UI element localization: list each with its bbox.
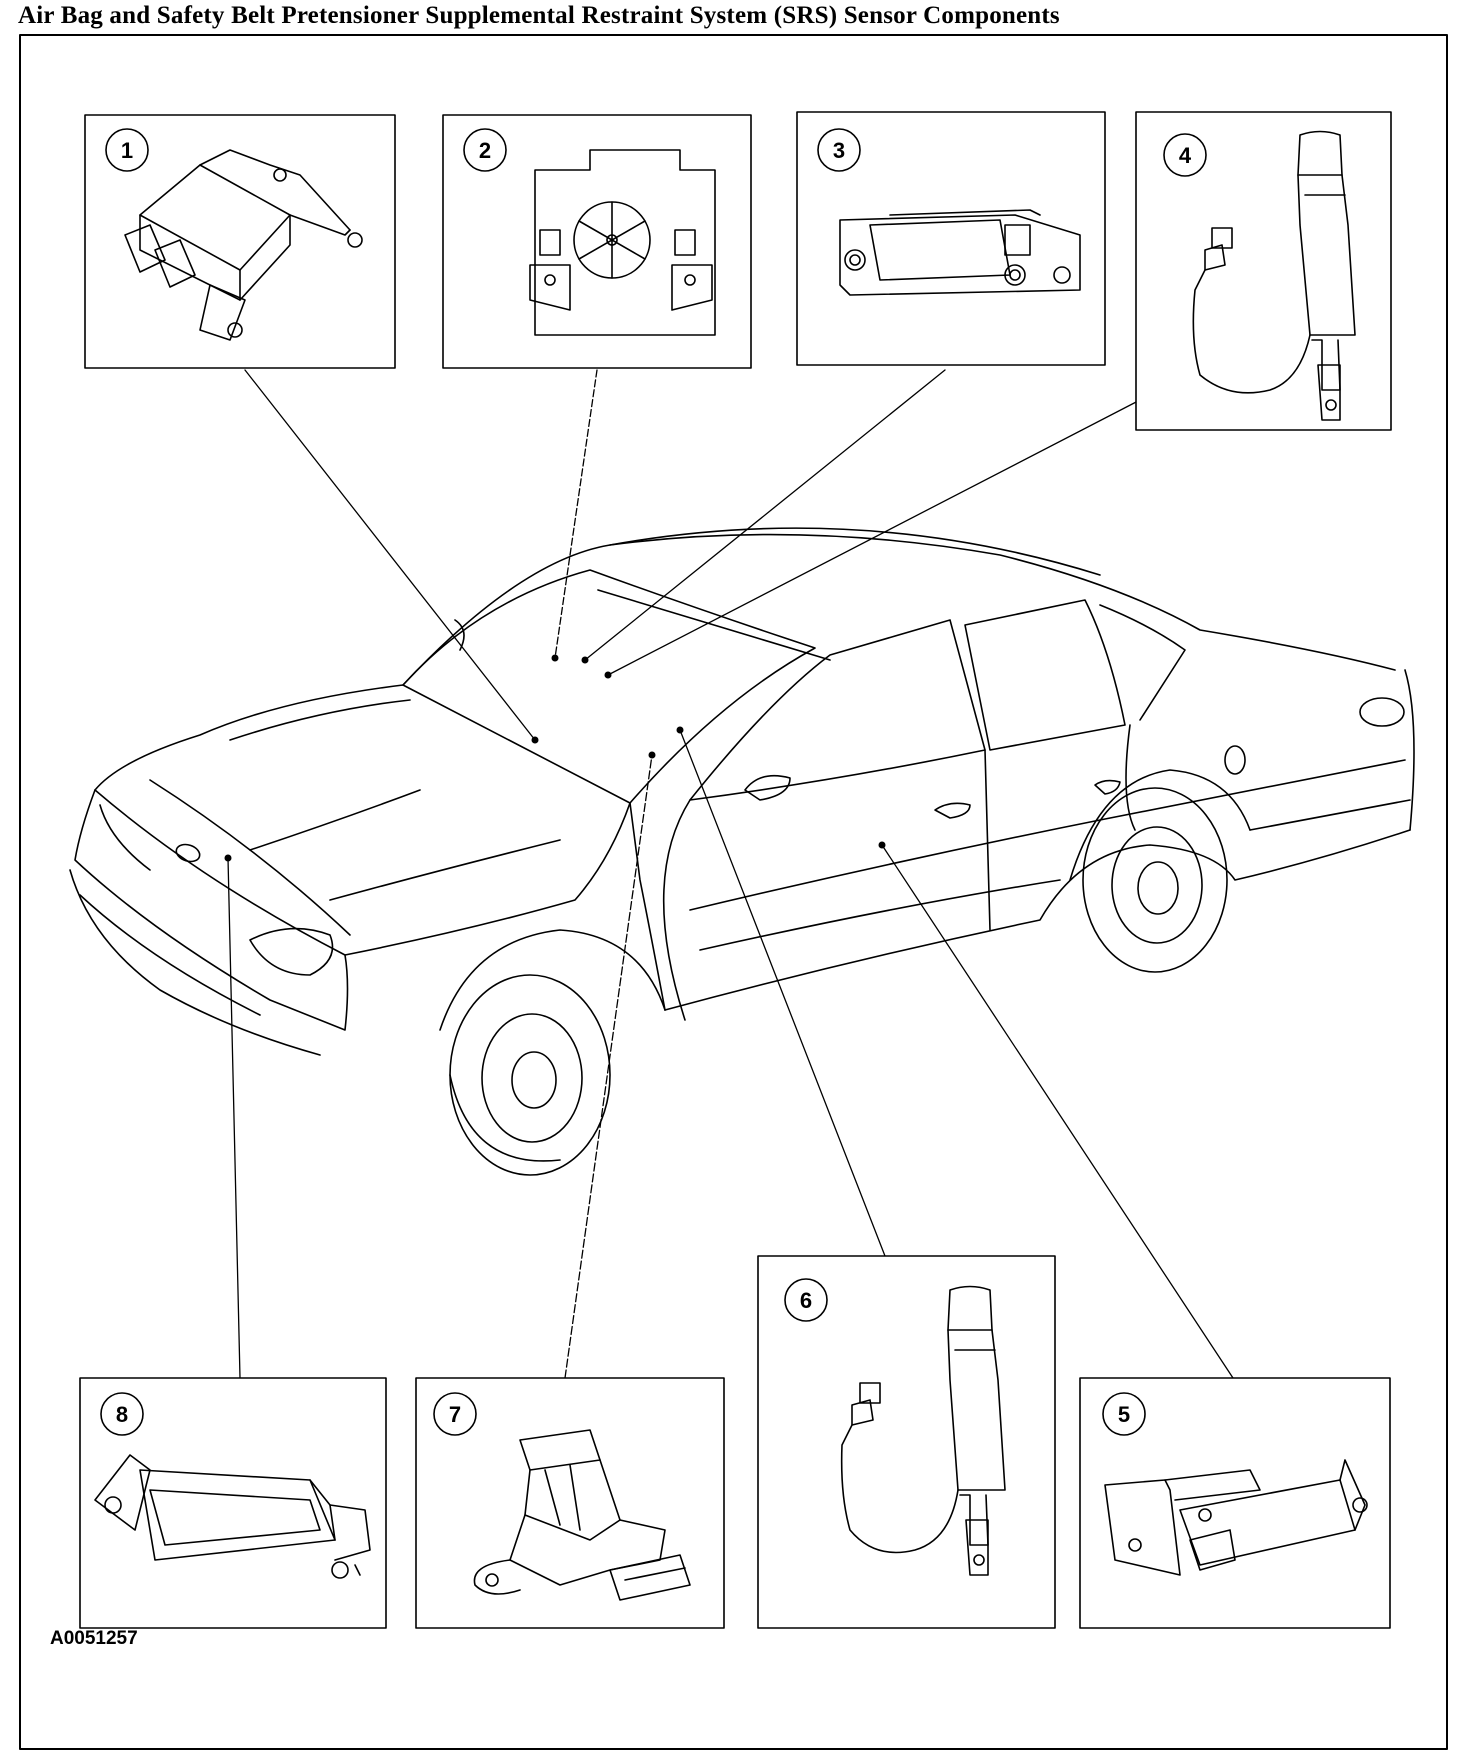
occupant-sensor-plate-icon xyxy=(529,149,716,336)
callout-number-1: 1 xyxy=(121,138,133,163)
side-impact-sensor-icon xyxy=(1104,1459,1368,1576)
figure-id: A0051257 xyxy=(50,1628,138,1649)
callout-7: 7 xyxy=(415,1377,725,1629)
front-crash-sensor-icon xyxy=(94,1454,371,1579)
callout-5: 5 xyxy=(1079,1377,1391,1629)
callout-6: 6 xyxy=(757,1255,1056,1629)
restraints-control-module-icon xyxy=(124,149,363,341)
sensor-bracket-icon xyxy=(839,209,1081,296)
callout-3: 3 xyxy=(796,111,1106,366)
safety-belt-buckle-icon xyxy=(840,1285,1006,1576)
callout-number-5: 5 xyxy=(1118,1402,1130,1427)
seat-position-sensor-icon xyxy=(473,1429,691,1601)
callout-1: 1 xyxy=(84,114,396,369)
diagram-title: Air Bag and Safety Belt Pretensioner Sup… xyxy=(18,2,1060,29)
callout-number-2: 2 xyxy=(479,138,491,163)
vehicle-illustration xyxy=(69,527,1415,1176)
callout-8: 8 xyxy=(79,1377,387,1629)
callout-number-3: 3 xyxy=(833,138,845,163)
callout-2: 2 xyxy=(442,114,752,369)
leader-lines xyxy=(227,369,1234,1379)
callout-number-7: 7 xyxy=(449,1402,461,1427)
callout-4: 4 xyxy=(1135,111,1392,431)
safety-belt-buckle-icon xyxy=(1192,130,1356,421)
callout-number-4: 4 xyxy=(1179,143,1192,168)
leader-dots xyxy=(224,654,886,862)
callout-number-8: 8 xyxy=(116,1402,128,1427)
outer-frame xyxy=(19,34,1448,1750)
callout-number-6: 6 xyxy=(800,1288,812,1313)
